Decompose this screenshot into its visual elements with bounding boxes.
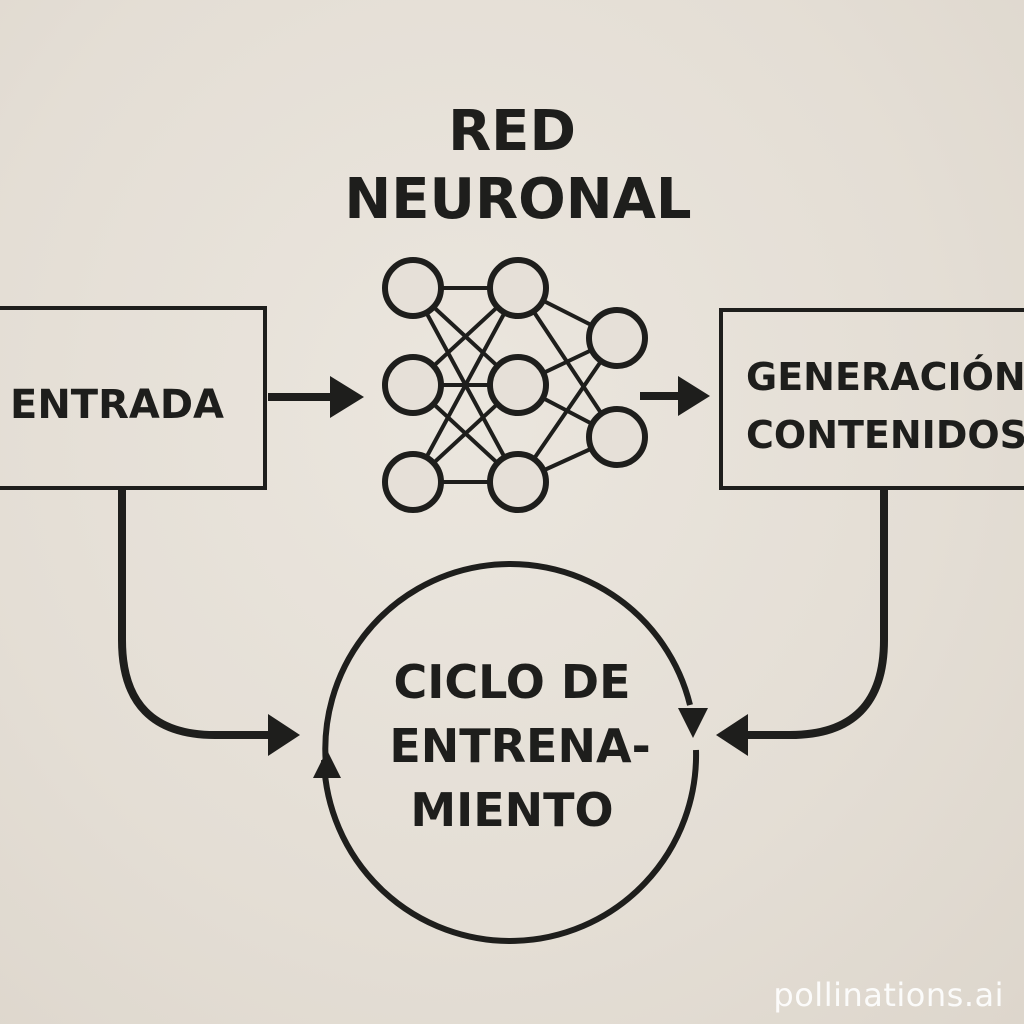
arrow-network-to-output bbox=[640, 376, 710, 416]
network-title-line1: RED bbox=[448, 99, 576, 164]
training-cycle-circle bbox=[313, 561, 708, 944]
neural-network-icon bbox=[382, 257, 648, 513]
input-box bbox=[0, 306, 267, 490]
cycle-arrowhead-right bbox=[678, 708, 708, 738]
arrow-input-to-cycle bbox=[118, 490, 300, 756]
cycle-label-line1: CICLO DE bbox=[393, 655, 630, 709]
arrow-input-to-network bbox=[268, 376, 364, 418]
input-label: ENTRADA bbox=[10, 382, 224, 428]
output-label-line1: GENERACIÓN bbox=[746, 355, 1024, 399]
network-title-line2: NEURONAL bbox=[344, 167, 691, 232]
output-box bbox=[719, 308, 1024, 490]
watermark: pollinations.ai bbox=[773, 976, 1004, 1014]
cycle-arrowhead-left bbox=[313, 750, 341, 778]
output-label-line2: CONTENIDOS bbox=[746, 413, 1024, 457]
cycle-label-line2: ENTRENA- bbox=[389, 719, 650, 773]
arrow-output-to-cycle bbox=[716, 490, 888, 756]
cycle-label-line3: MIENTO bbox=[410, 783, 613, 837]
